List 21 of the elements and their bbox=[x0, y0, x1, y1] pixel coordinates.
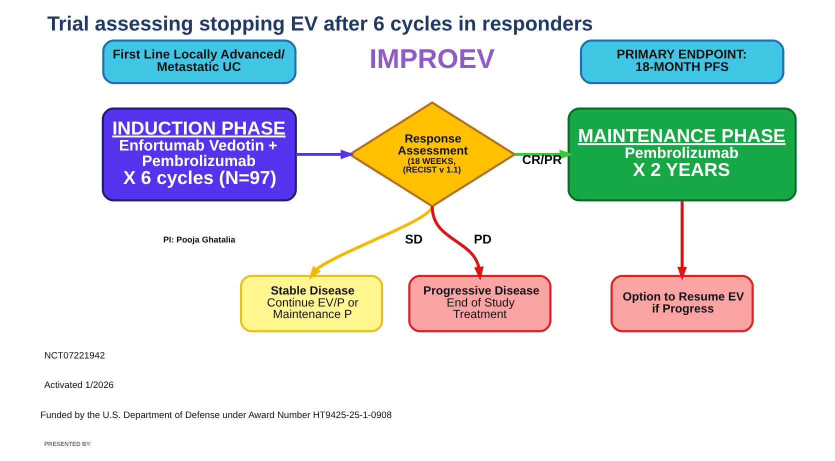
arrow bbox=[308, 206, 434, 280]
node-box: First Line Locally Advanced/ Metastatic UC bbox=[102, 39, 296, 84]
node-box: Progressive Disease End of Study Treatment bbox=[408, 274, 551, 332]
edge-label: CR/PR bbox=[522, 152, 562, 167]
arrow bbox=[295, 150, 354, 160]
label: Activated 1/2026 bbox=[44, 380, 114, 390]
node-box: PRIMARY ENDPOINT: 18-MONTH PFS bbox=[579, 39, 784, 84]
label: IMPROEV bbox=[368, 42, 494, 74]
arrow bbox=[514, 150, 573, 160]
edge-label: SD bbox=[404, 231, 422, 246]
node-box: Stable Disease Continue EV/P or Maintenance P bbox=[239, 274, 383, 332]
label: NCT07221942 bbox=[44, 350, 104, 360]
node-box: MAINTENANCE PHASE Pembrolizumab X 2 YEARS bbox=[567, 107, 796, 202]
diagram-title: Trial assessing stopping EV after 6 cycles in responders bbox=[46, 14, 593, 36]
arrow bbox=[676, 201, 686, 280]
arrow bbox=[430, 206, 484, 280]
label: Funded by the U.S. Department of Defense under Award Number HT9425-25-1-0908 bbox=[40, 410, 392, 420]
node-box: INDUCTION PHASE Enfortumab Vedotin + Pembrolizumab X 6 cycles (N=97) bbox=[101, 107, 296, 202]
label: PI: Pooja Ghatalia bbox=[162, 234, 235, 244]
node-box: Option to Resume EV if Progress bbox=[610, 274, 754, 332]
edge-label: PD bbox=[473, 231, 492, 246]
